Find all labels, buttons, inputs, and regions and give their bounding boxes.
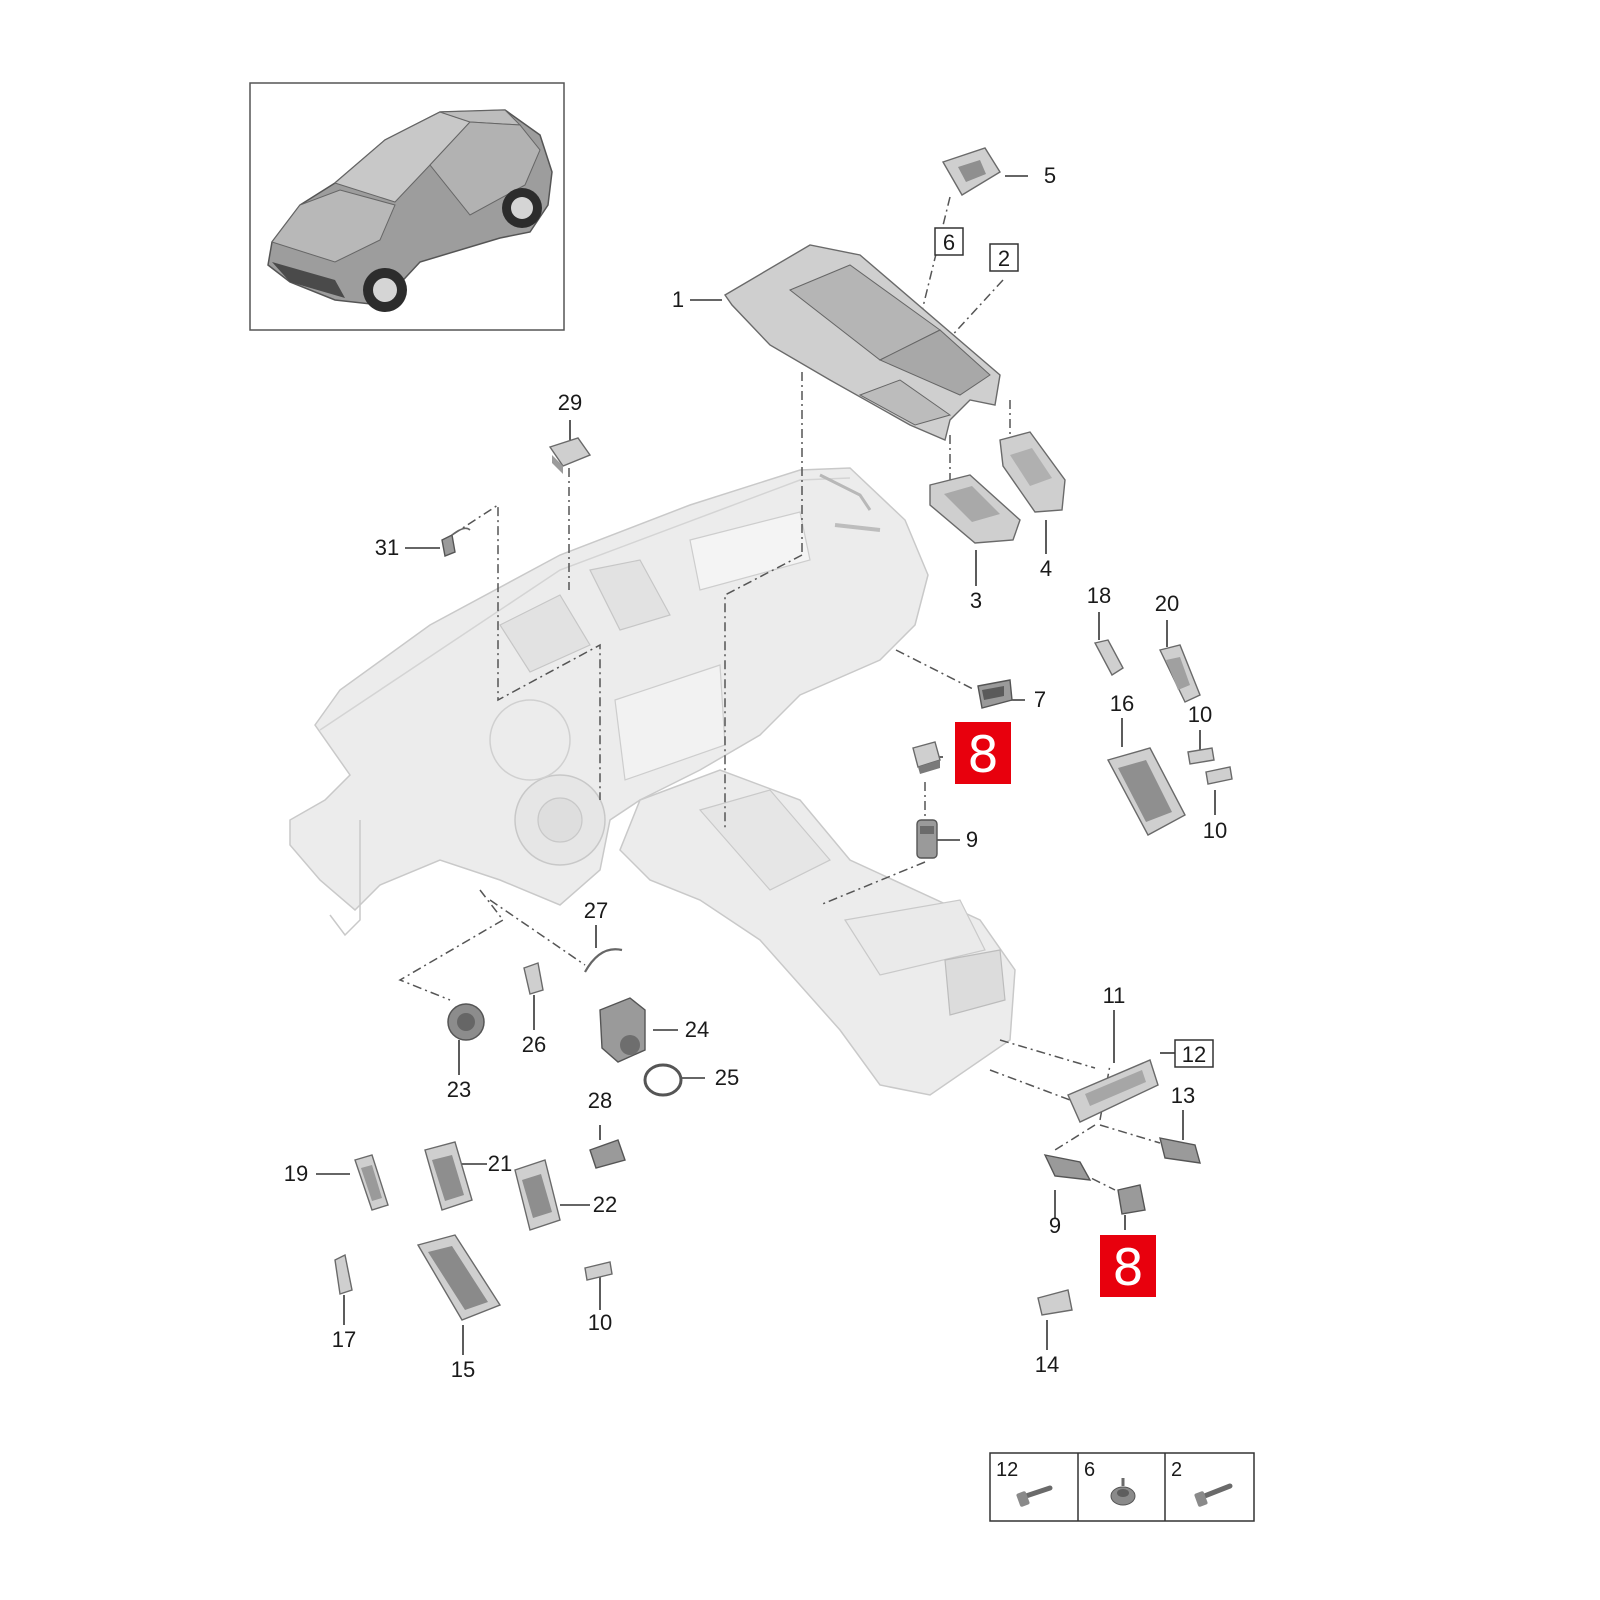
part-22-switch	[514, 1159, 561, 1231]
part-11-console-switch-panel	[1067, 1059, 1159, 1123]
part-10-clip-left	[584, 1261, 613, 1281]
part-26-bracket	[523, 962, 544, 995]
part-14-button	[1037, 1289, 1073, 1316]
part-15-window-switch-panel	[416, 1234, 502, 1321]
part-8-upper-switch	[912, 741, 941, 774]
part-23-knob	[447, 1003, 485, 1041]
callout-9-lower: 9	[1049, 1213, 1061, 1238]
callout-14: 14	[1035, 1352, 1059, 1377]
callout-20: 20	[1155, 591, 1179, 616]
callout-7: 7	[1034, 687, 1046, 712]
part-17-button	[334, 1253, 353, 1295]
callout-31: 31	[375, 535, 399, 560]
callout-27: 27	[584, 898, 608, 923]
callout-21: 21	[488, 1151, 512, 1176]
legend-number-6: 6	[1084, 1459, 1095, 1481]
part-20-switch	[1158, 644, 1201, 703]
vehicle-thumbnail	[249, 82, 565, 331]
part-10-clips-right	[1187, 747, 1233, 785]
svg-text:2: 2	[998, 246, 1010, 271]
callout-10-right-bottom: 10	[1203, 818, 1227, 843]
svg-text:8: 8	[967, 726, 999, 784]
callout-17: 17	[332, 1327, 356, 1352]
part-21-switch	[424, 1141, 473, 1211]
part-27-cable	[584, 948, 623, 973]
part-19-switch	[354, 1154, 389, 1211]
part-24-ignition-lock	[599, 997, 646, 1063]
part-4-switch-panel	[999, 431, 1066, 513]
part-1-center-console-trim	[723, 244, 1001, 441]
part-28-button	[589, 1139, 626, 1169]
part-16-switch-block	[1106, 747, 1186, 836]
callout-5: 5	[1044, 163, 1056, 188]
part-3-switch-panel	[929, 474, 1021, 544]
callout-12-boxed: 12	[1174, 1039, 1214, 1068]
part-13-connector	[1159, 1137, 1201, 1164]
callout-19: 19	[284, 1161, 308, 1186]
legend-number-12: 12	[996, 1459, 1018, 1481]
callouts: 1 5 3 4 7 9 18 20 16 10 10 11 13 9 14 29…	[284, 163, 1227, 1382]
part-9-upper-socket	[916, 819, 938, 859]
screw-icon	[1016, 1485, 1053, 1507]
callout-10-right-top: 10	[1188, 702, 1212, 727]
callout-3: 3	[970, 588, 982, 613]
callout-9-upper: 9	[966, 827, 978, 852]
part-7-switch	[977, 679, 1013, 709]
callout-23: 23	[447, 1077, 471, 1102]
callout-29: 29	[558, 390, 582, 415]
callout-10-left: 10	[588, 1310, 612, 1335]
part-25-ring	[643, 1063, 683, 1097]
callout-8-highlight-lower: 8	[1100, 1235, 1156, 1297]
callout-16: 16	[1110, 691, 1134, 716]
callout-8-highlight-upper: 8	[955, 722, 1011, 784]
callout-24: 24	[685, 1017, 709, 1042]
part-9-lower-socket	[1043, 1154, 1092, 1181]
part-31-sensor	[441, 527, 471, 557]
part-8-lower-switch	[1117, 1184, 1146, 1215]
legend-number-2: 2	[1171, 1459, 1182, 1481]
part-5-trim-cover	[941, 147, 1001, 196]
callout-26: 26	[522, 1032, 546, 1057]
part-29-module	[548, 437, 592, 474]
flange-nut-icon	[1110, 1478, 1136, 1506]
callout-1: 1	[672, 287, 684, 312]
callout-13: 13	[1171, 1083, 1195, 1108]
callout-15: 15	[451, 1357, 475, 1382]
screw-icon	[1194, 1483, 1233, 1507]
svg-text:8: 8	[1112, 1239, 1144, 1297]
car-icon	[267, 109, 553, 312]
callout-4: 4	[1040, 556, 1052, 581]
callout-11: 11	[1103, 983, 1126, 1008]
fastener-legend: 12 6 2	[989, 1452, 1255, 1522]
part-18-button	[1093, 639, 1124, 676]
callout-6-boxed: 6	[934, 227, 964, 256]
svg-text:6: 6	[943, 230, 955, 255]
dashboard-outline	[289, 467, 1016, 1096]
callout-25: 25	[715, 1065, 739, 1090]
callout-18: 18	[1087, 583, 1111, 608]
svg-text:12: 12	[1182, 1042, 1206, 1067]
callout-28: 28	[588, 1088, 612, 1113]
callout-22: 22	[593, 1192, 617, 1217]
callout-2-boxed: 2	[989, 243, 1019, 272]
